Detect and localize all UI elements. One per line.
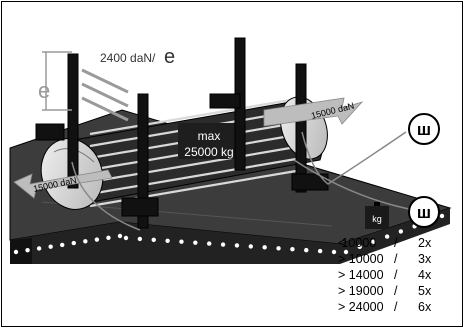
row-count: 4x	[418, 268, 431, 282]
row-weight: > 19000	[338, 284, 384, 298]
rivet-hole	[304, 248, 308, 252]
rivet-hole	[60, 243, 64, 247]
max-value: 25000 kg	[184, 145, 233, 159]
weight-icon-label: kg	[372, 214, 382, 224]
rivet-hole	[290, 247, 294, 251]
row-weight: > 14000	[338, 268, 384, 282]
fastening-symbol-top: ш	[409, 114, 439, 144]
row-count: 5x	[418, 284, 431, 298]
row-count: 6x	[418, 300, 431, 314]
svg-text:ш: ш	[417, 120, 431, 139]
rivet-hole	[262, 245, 266, 249]
rivet-hole	[249, 244, 253, 248]
rivet-hole	[14, 250, 18, 254]
rivet-hole	[332, 250, 336, 254]
svg-text:ш: ш	[417, 203, 431, 222]
rivet-hole	[106, 236, 110, 240]
row-count: 3x	[418, 252, 431, 266]
row-separator: /	[394, 236, 397, 250]
rivet-hole	[152, 238, 156, 242]
load-per-spacing-symbol: e	[164, 46, 175, 68]
rivet-hole	[221, 242, 225, 246]
load-securing-diagram: max 25000 kg e 2400 daN/ e 15000 daN 150…	[2, 2, 462, 326]
row-weight: > 24000	[338, 300, 384, 314]
max-label: max	[198, 129, 221, 143]
rivet-hole	[207, 241, 211, 245]
rivet-hole	[179, 240, 183, 244]
rivet-hole	[235, 243, 239, 247]
rivet-hole	[118, 234, 122, 238]
rivet-hole	[124, 236, 128, 240]
diagram-frame: max 25000 kg e 2400 daN/ e 15000 daN 150…	[1, 1, 463, 327]
row-weight: > 10000	[338, 252, 384, 266]
rivet-hole	[276, 246, 280, 250]
fastening-symbol-bottom: ш	[409, 197, 439, 227]
spacing-symbol: e	[38, 78, 50, 103]
rivet-hole	[138, 237, 142, 241]
rivet-hole	[95, 237, 99, 241]
rivet-hole	[72, 241, 76, 245]
row-separator: /	[394, 268, 397, 282]
rivet-hole	[165, 239, 169, 243]
rivet-hole	[25, 248, 29, 252]
rivet-hole	[318, 249, 322, 253]
rivet-hole	[193, 240, 197, 244]
row-separator: /	[394, 300, 397, 314]
weight-icon: kg	[365, 202, 389, 229]
rivet-hole	[385, 234, 389, 238]
row-separator: /	[394, 252, 397, 266]
rivet-hole	[440, 214, 444, 218]
row-weight: < 10000	[338, 236, 376, 250]
row-count: 2x	[418, 236, 431, 250]
row-separator: /	[394, 284, 397, 298]
rivet-hole	[48, 244, 52, 248]
rivet-hole	[399, 229, 403, 233]
rivet-hole	[37, 246, 41, 250]
load-per-spacing-label: 2400 daN/	[100, 51, 156, 65]
rivet-hole	[83, 239, 87, 243]
